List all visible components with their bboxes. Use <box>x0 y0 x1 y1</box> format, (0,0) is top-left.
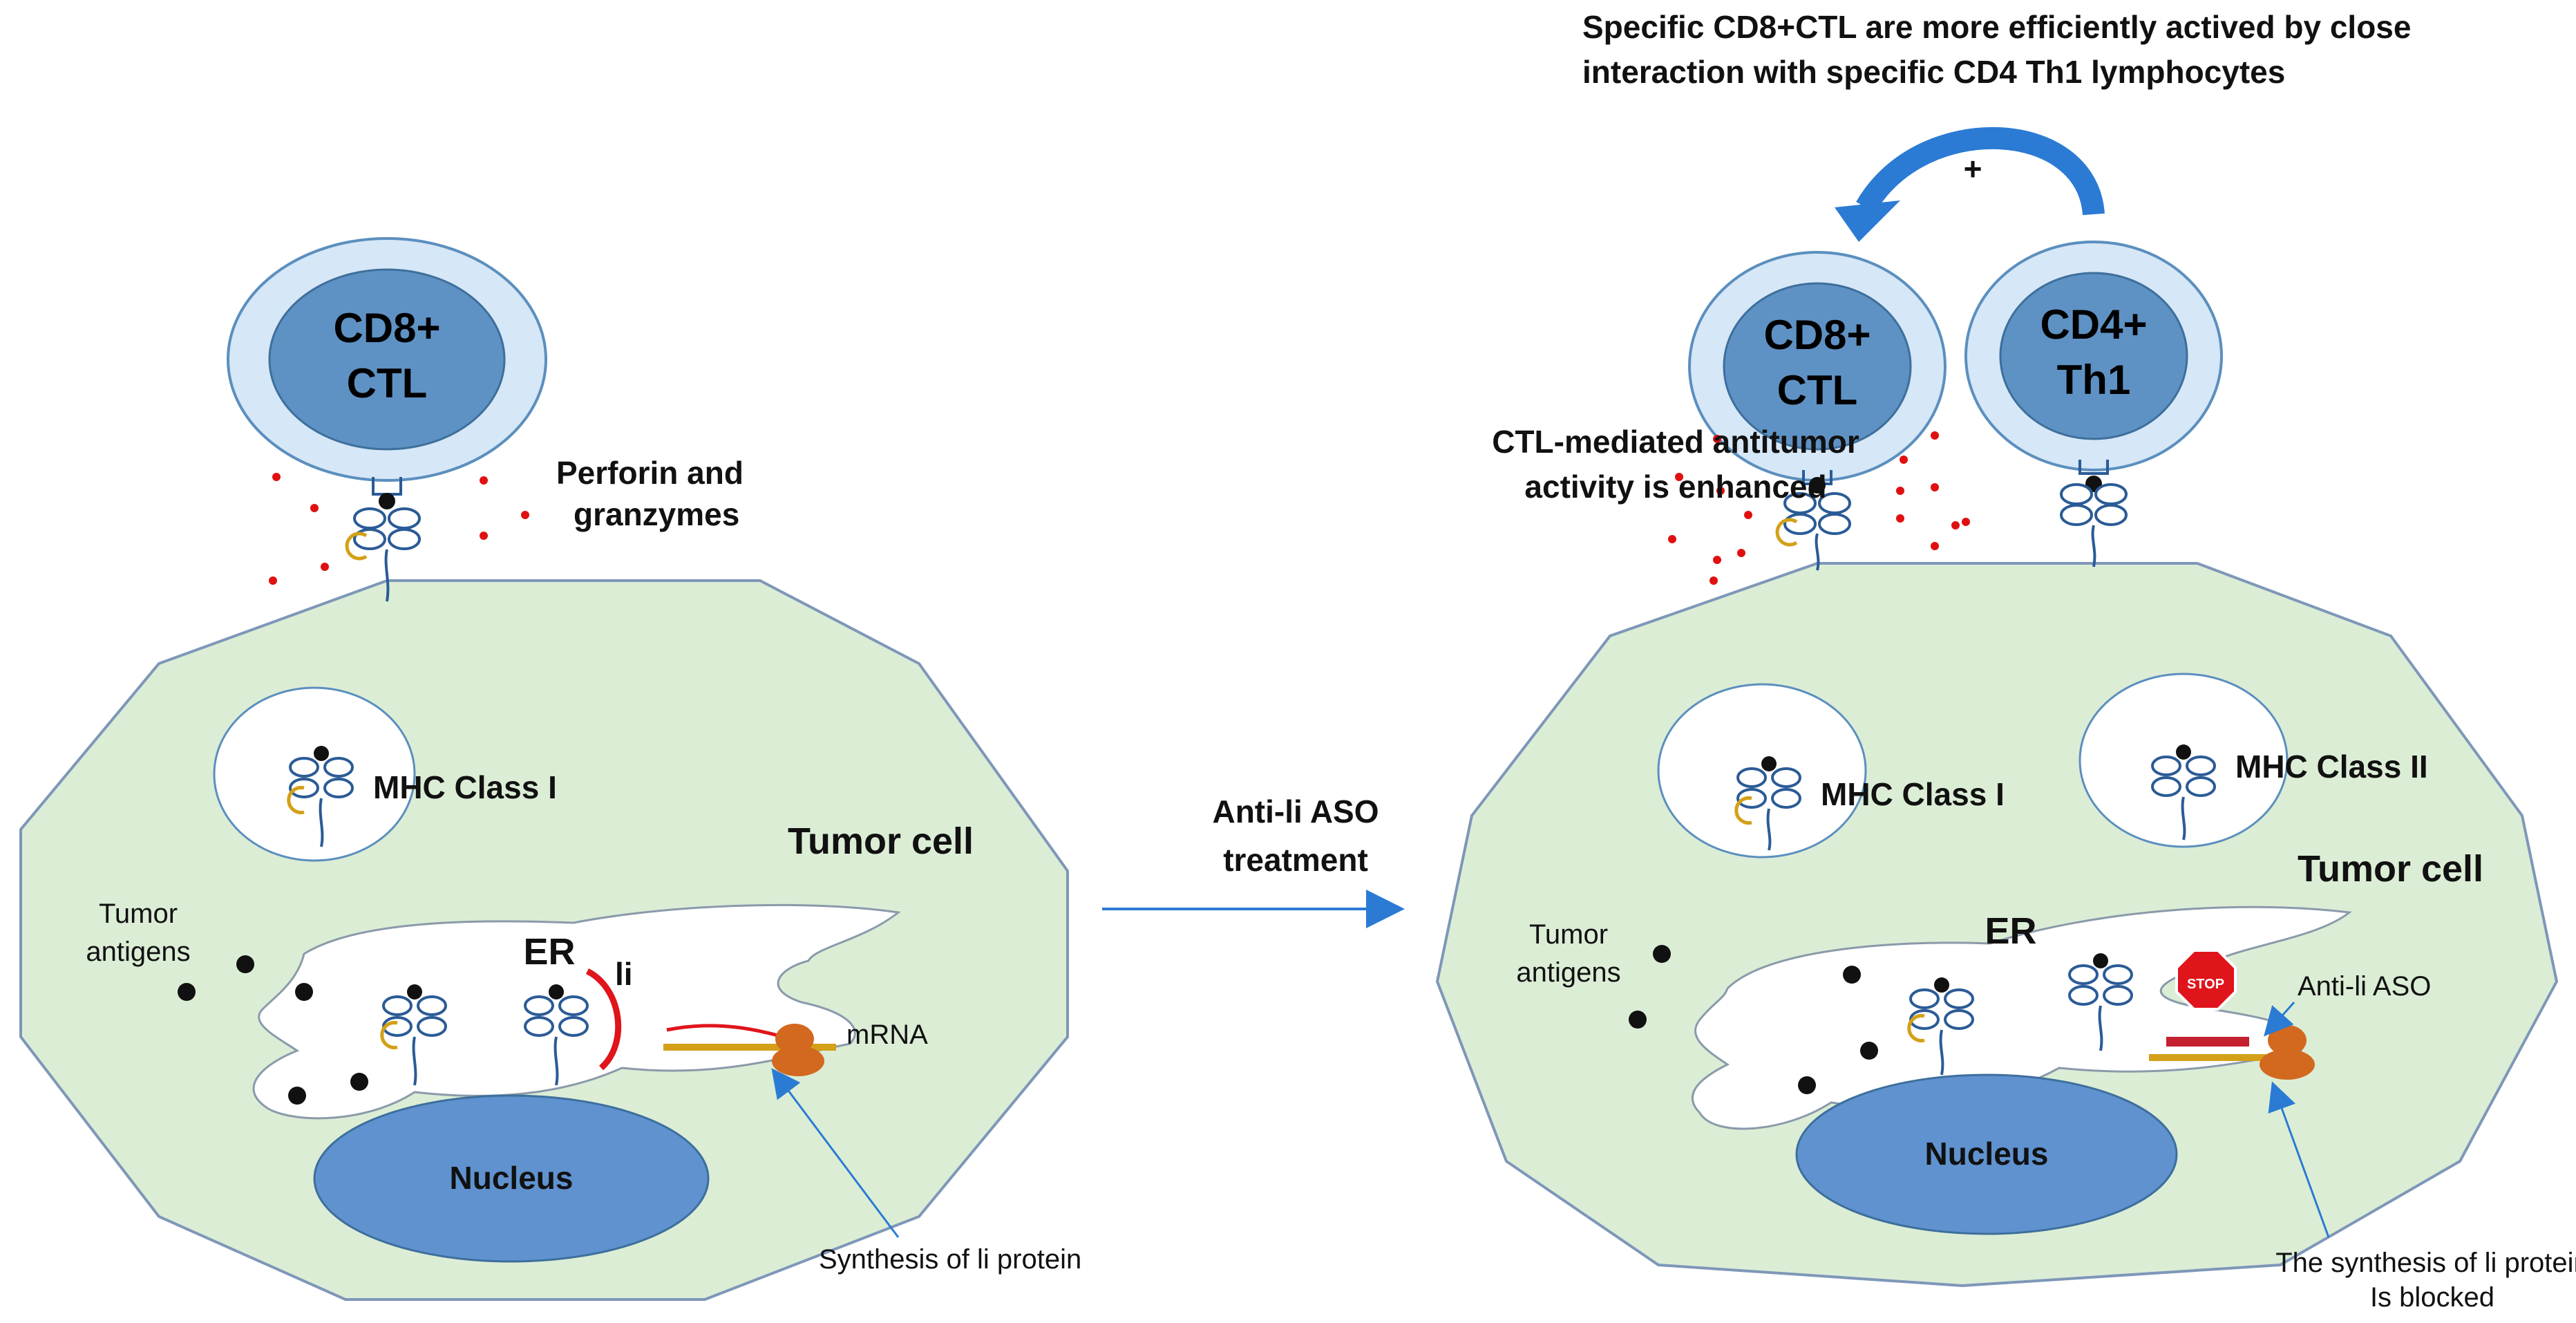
right-cd4-tcr-mhc2 <box>2060 460 2128 567</box>
right-ctl-activity-label-1: CTL-mediated antitumor <box>1492 424 1859 460</box>
right-perforin-granules <box>1668 431 1970 585</box>
right-cd8-label-1: CD8+ <box>1763 312 1871 358</box>
left-er-mhc-ii <box>524 968 622 1086</box>
left-perforin-granules <box>269 473 529 585</box>
right-mhc2-vesicle <box>2078 673 2289 848</box>
right-er-mhc1 <box>1907 977 1974 1076</box>
left-tumor-antigen-dots <box>178 955 368 1105</box>
right-tumor-cell-label: Tumor cell <box>2298 848 2483 890</box>
right-nucleus-label: Nucleus <box>1925 1136 2049 1172</box>
right-header-line-1: Specific CD8+CTL are more efficiently ac… <box>1582 9 2411 45</box>
right-mhc1-label: MHC Class I <box>1821 776 2005 812</box>
right-cd4-label-1: CD4+ <box>2040 301 2147 348</box>
left-tumor-antigens-label-2: antigens <box>86 937 190 967</box>
stop-sign-icon: STOP <box>2175 949 2237 1011</box>
right-cd8-tcr-mhc <box>1775 470 1851 571</box>
right-blocked-label-1: The synthesis of li protein <box>2275 1248 2576 1278</box>
right-header-line-2: interaction with specific CD4 Th1 lympho… <box>1582 54 2285 90</box>
aso-pointer-arrow <box>2264 1002 2295 1037</box>
activation-curved-arrow <box>1835 127 2105 242</box>
right-tumor-antigens-label-1: Tumor <box>1529 919 1608 950</box>
left-ii-label: li <box>615 956 633 992</box>
left-synthesis-arrow <box>771 1068 900 1238</box>
left-er-label: ER <box>523 931 575 973</box>
activation-plus-sign: + <box>1964 151 1982 187</box>
left-mrna-label: mRNA <box>846 1020 928 1050</box>
right-blocked-label-2: Is blocked <box>2370 1282 2494 1313</box>
left-cd8-ctl-cell: CD8+ CTL <box>227 237 547 482</box>
left-synthesis-label: Synthesis of li protein <box>819 1244 1081 1275</box>
left-nucleus <box>313 1094 710 1263</box>
right-ctl-activity-label-2: activity is enhanced <box>1524 469 1826 505</box>
right-mhc2-label: MHC Class II <box>2235 749 2428 785</box>
treatment-label-2: treatment <box>1223 842 1368 878</box>
left-perforin-label-1: Perforin and <box>556 455 744 491</box>
left-tumor-cell-label: Tumor cell <box>788 820 974 862</box>
right-cd8-label-2: CTL <box>1777 367 1858 413</box>
left-tumor-antigens-label-1: Tumor <box>99 899 178 929</box>
left-tcr-mhc-complex <box>345 477 421 602</box>
left-mhc1-vesicle <box>213 686 416 862</box>
left-perforin-label-2: granzymes <box>574 496 739 532</box>
left-er-mhc1 <box>380 984 447 1086</box>
right-mhc1-vesicle <box>1657 683 1867 858</box>
right-anti-ii-aso-label: Anti-li ASO <box>2298 971 2431 1002</box>
right-tumor-antigens-label-2: antigens <box>1516 957 1620 988</box>
right-blocked-arrow <box>2268 1081 2330 1238</box>
left-nucleus-label: Nucleus <box>450 1160 574 1196</box>
left-mhc1-label: MHC Class I <box>373 769 557 805</box>
right-cd8-ctl-cell: CD8+ CTL <box>1688 251 1947 482</box>
treatment-label-1: Anti-li ASO <box>1212 794 1379 829</box>
stop-sign-text: STOP <box>2187 977 2224 992</box>
left-cd8-label-2: CTL <box>347 360 428 406</box>
right-nucleus <box>1795 1073 2178 1235</box>
right-tumor-antigen-dots <box>1629 945 1878 1094</box>
right-er-label: ER <box>1985 910 2036 952</box>
left-cd8-label-1: CD8+ <box>333 305 440 351</box>
right-cd4-label-2: Th1 <box>2057 357 2131 403</box>
right-cd4-th1-cell: CD4+ Th1 <box>1964 241 2223 471</box>
right-er-mhc2 <box>2068 953 2133 1051</box>
